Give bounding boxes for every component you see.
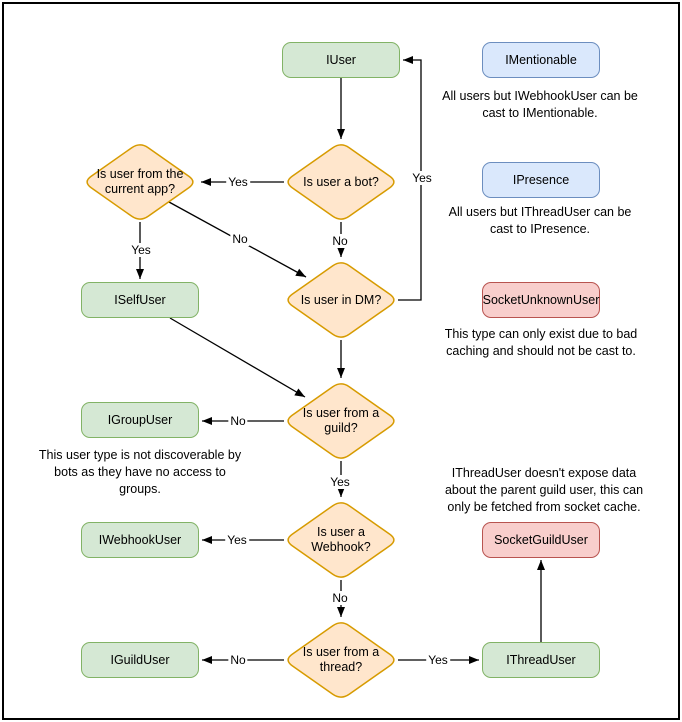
node-socketunknownuser: SocketUnknownUser	[482, 282, 600, 318]
caption-socketunknownuser-note: This type can only exist due to bad cach…	[444, 327, 638, 358]
caption-ipresence-note: All users but IThreadUser can be cast to…	[448, 205, 632, 236]
node-igroupuser: IGroupUser	[81, 402, 199, 438]
edge-label-current-app-to-dm: No	[230, 232, 250, 246]
node-ithreaduser: IThreadUser	[482, 642, 600, 678]
edge-label-thread-to-iguilduser: No	[228, 653, 248, 667]
edge-label-bot-to-current-app: Yes	[226, 175, 250, 189]
node-iwebhookuser-label: IWebhookUser	[98, 533, 182, 547]
node-socketguilduser-label: SocketGuildUser	[494, 533, 588, 547]
node-imentionable-label: IMentionable	[505, 53, 577, 67]
node-iuser: IUser	[282, 42, 400, 78]
node-iuser-label: IUser	[326, 53, 356, 67]
caption-ithreaduser-note: IThreadUser doesn't expose data about th…	[444, 466, 644, 514]
node-iselfuser-label: ISelfUser	[114, 293, 166, 307]
node-imentionable: IMentionable	[482, 42, 600, 78]
edge-label-webhook-to-iwebhookuser: Yes	[225, 533, 249, 547]
decision-is-user-from-thread-label: Is user from a thread?	[302, 645, 380, 674]
caption-igroupuser-note: This user type is not discoverable by bo…	[38, 448, 242, 496]
decision-is-user-from-current-app-label: Is user from the current app?	[96, 167, 184, 196]
edge-iselfuser-to-guild	[169, 317, 306, 398]
node-iwebhookuser: IWebhookUser	[81, 522, 199, 558]
edge-label-thread-to-ithreaduser: Yes	[426, 653, 450, 667]
edge-label-webhook-to-thread: No	[330, 591, 350, 605]
edge-label-guild-to-igroupuser: No	[228, 414, 248, 428]
node-ipresence: IPresence	[482, 162, 600, 198]
node-ithreaduser-label: IThreadUser	[506, 653, 576, 667]
node-iguilduser-label: IGuildUser	[110, 653, 170, 667]
decision-is-user-a-webhook-label: Is user a Webhook?	[311, 525, 371, 554]
node-socketunknownuser-label: SocketUnknownUser	[482, 293, 600, 307]
edge-label-guild-to-webhook: Yes	[328, 475, 352, 489]
edge-label-current-app-to-iselfuser: Yes	[129, 243, 153, 257]
edge-label-bot-to-dm: No	[330, 234, 350, 248]
decision-is-user-in-dm-label: Is user in DM?	[300, 292, 382, 307]
node-iselfuser: ISelfUser	[81, 282, 199, 318]
node-iguilduser: IGuildUser	[81, 642, 199, 678]
node-igroupuser-label: IGroupUser	[107, 413, 173, 427]
node-ipresence-label: IPresence	[512, 173, 570, 187]
decision-is-user-a-bot-label: Is user a bot?	[303, 174, 379, 189]
caption-imentionable-note: All users but IWebhookUser can be cast t…	[442, 89, 638, 120]
edge-label-dm-to-iuser: Yes	[410, 171, 434, 185]
decision-is-user-from-guild-label: Is user from a guild?	[302, 406, 380, 435]
node-socketguilduser: SocketGuildUser	[482, 522, 600, 558]
